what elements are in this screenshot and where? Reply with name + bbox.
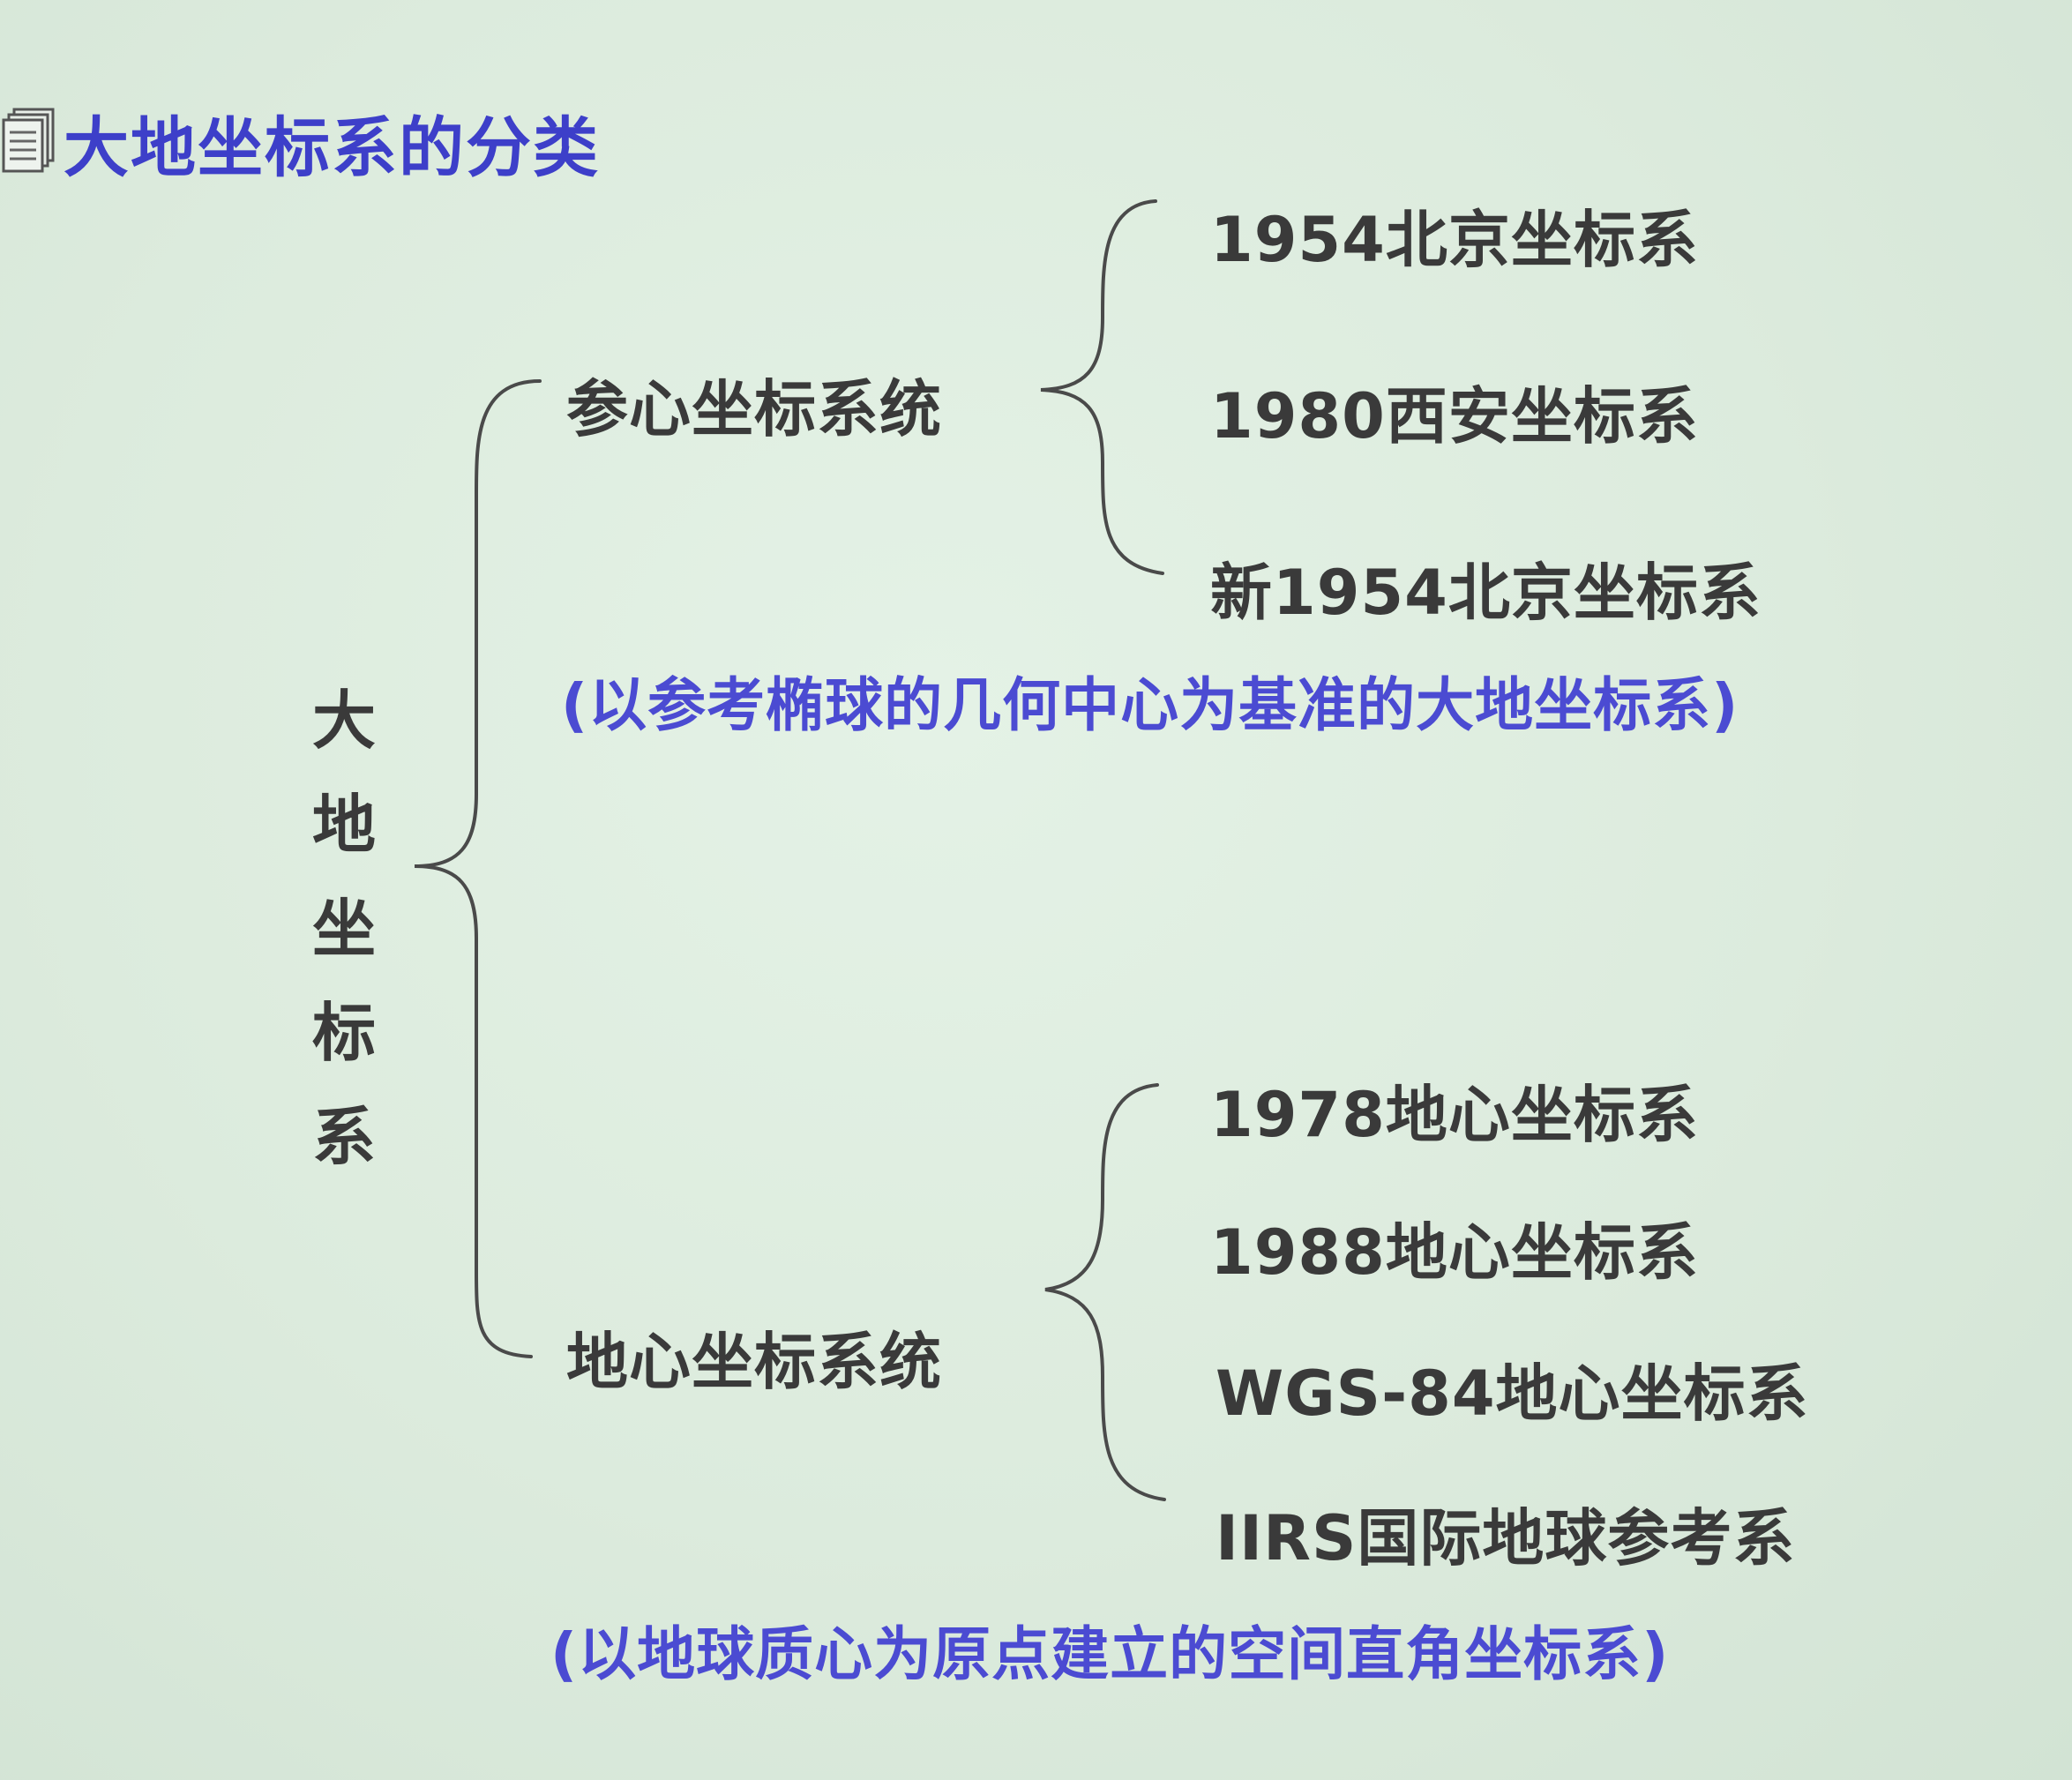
lower-branch-brace <box>1044 1083 1166 1501</box>
list-item: WGS-84地心坐标系 <box>1216 1357 1809 1430</box>
list-item: 1980西安坐标系 <box>1210 380 1699 452</box>
document-stack-icon <box>2 108 56 175</box>
branch-label-geocentric: 地心坐标系统 <box>566 1326 942 1398</box>
root-label: 大地坐标系 <box>311 684 376 1174</box>
upper-branch-brace <box>1040 199 1164 575</box>
branch-note-reference-ellipsoid: (以参考椭球的几何中心为基准的大地坐标系) <box>561 671 1739 739</box>
branch-note-geocentric: (以地球质心为原点建立的空间直角坐标系) <box>550 1620 1670 1688</box>
branch-label-reference-ellipsoid: 参心坐标系统 <box>566 373 942 445</box>
list-item: IIRS国际地球参考系 <box>1216 1502 1796 1574</box>
list-item: 新1954北京坐标系 <box>1210 557 1762 629</box>
list-item: 1954北京坐标系 <box>1210 204 1699 276</box>
list-item: 1978地心坐标系 <box>1210 1079 1699 1151</box>
list-item: 1988地心坐标系 <box>1210 1216 1699 1289</box>
page-title: 大地坐标系的分类 <box>64 110 600 186</box>
root-brace <box>414 379 542 1358</box>
